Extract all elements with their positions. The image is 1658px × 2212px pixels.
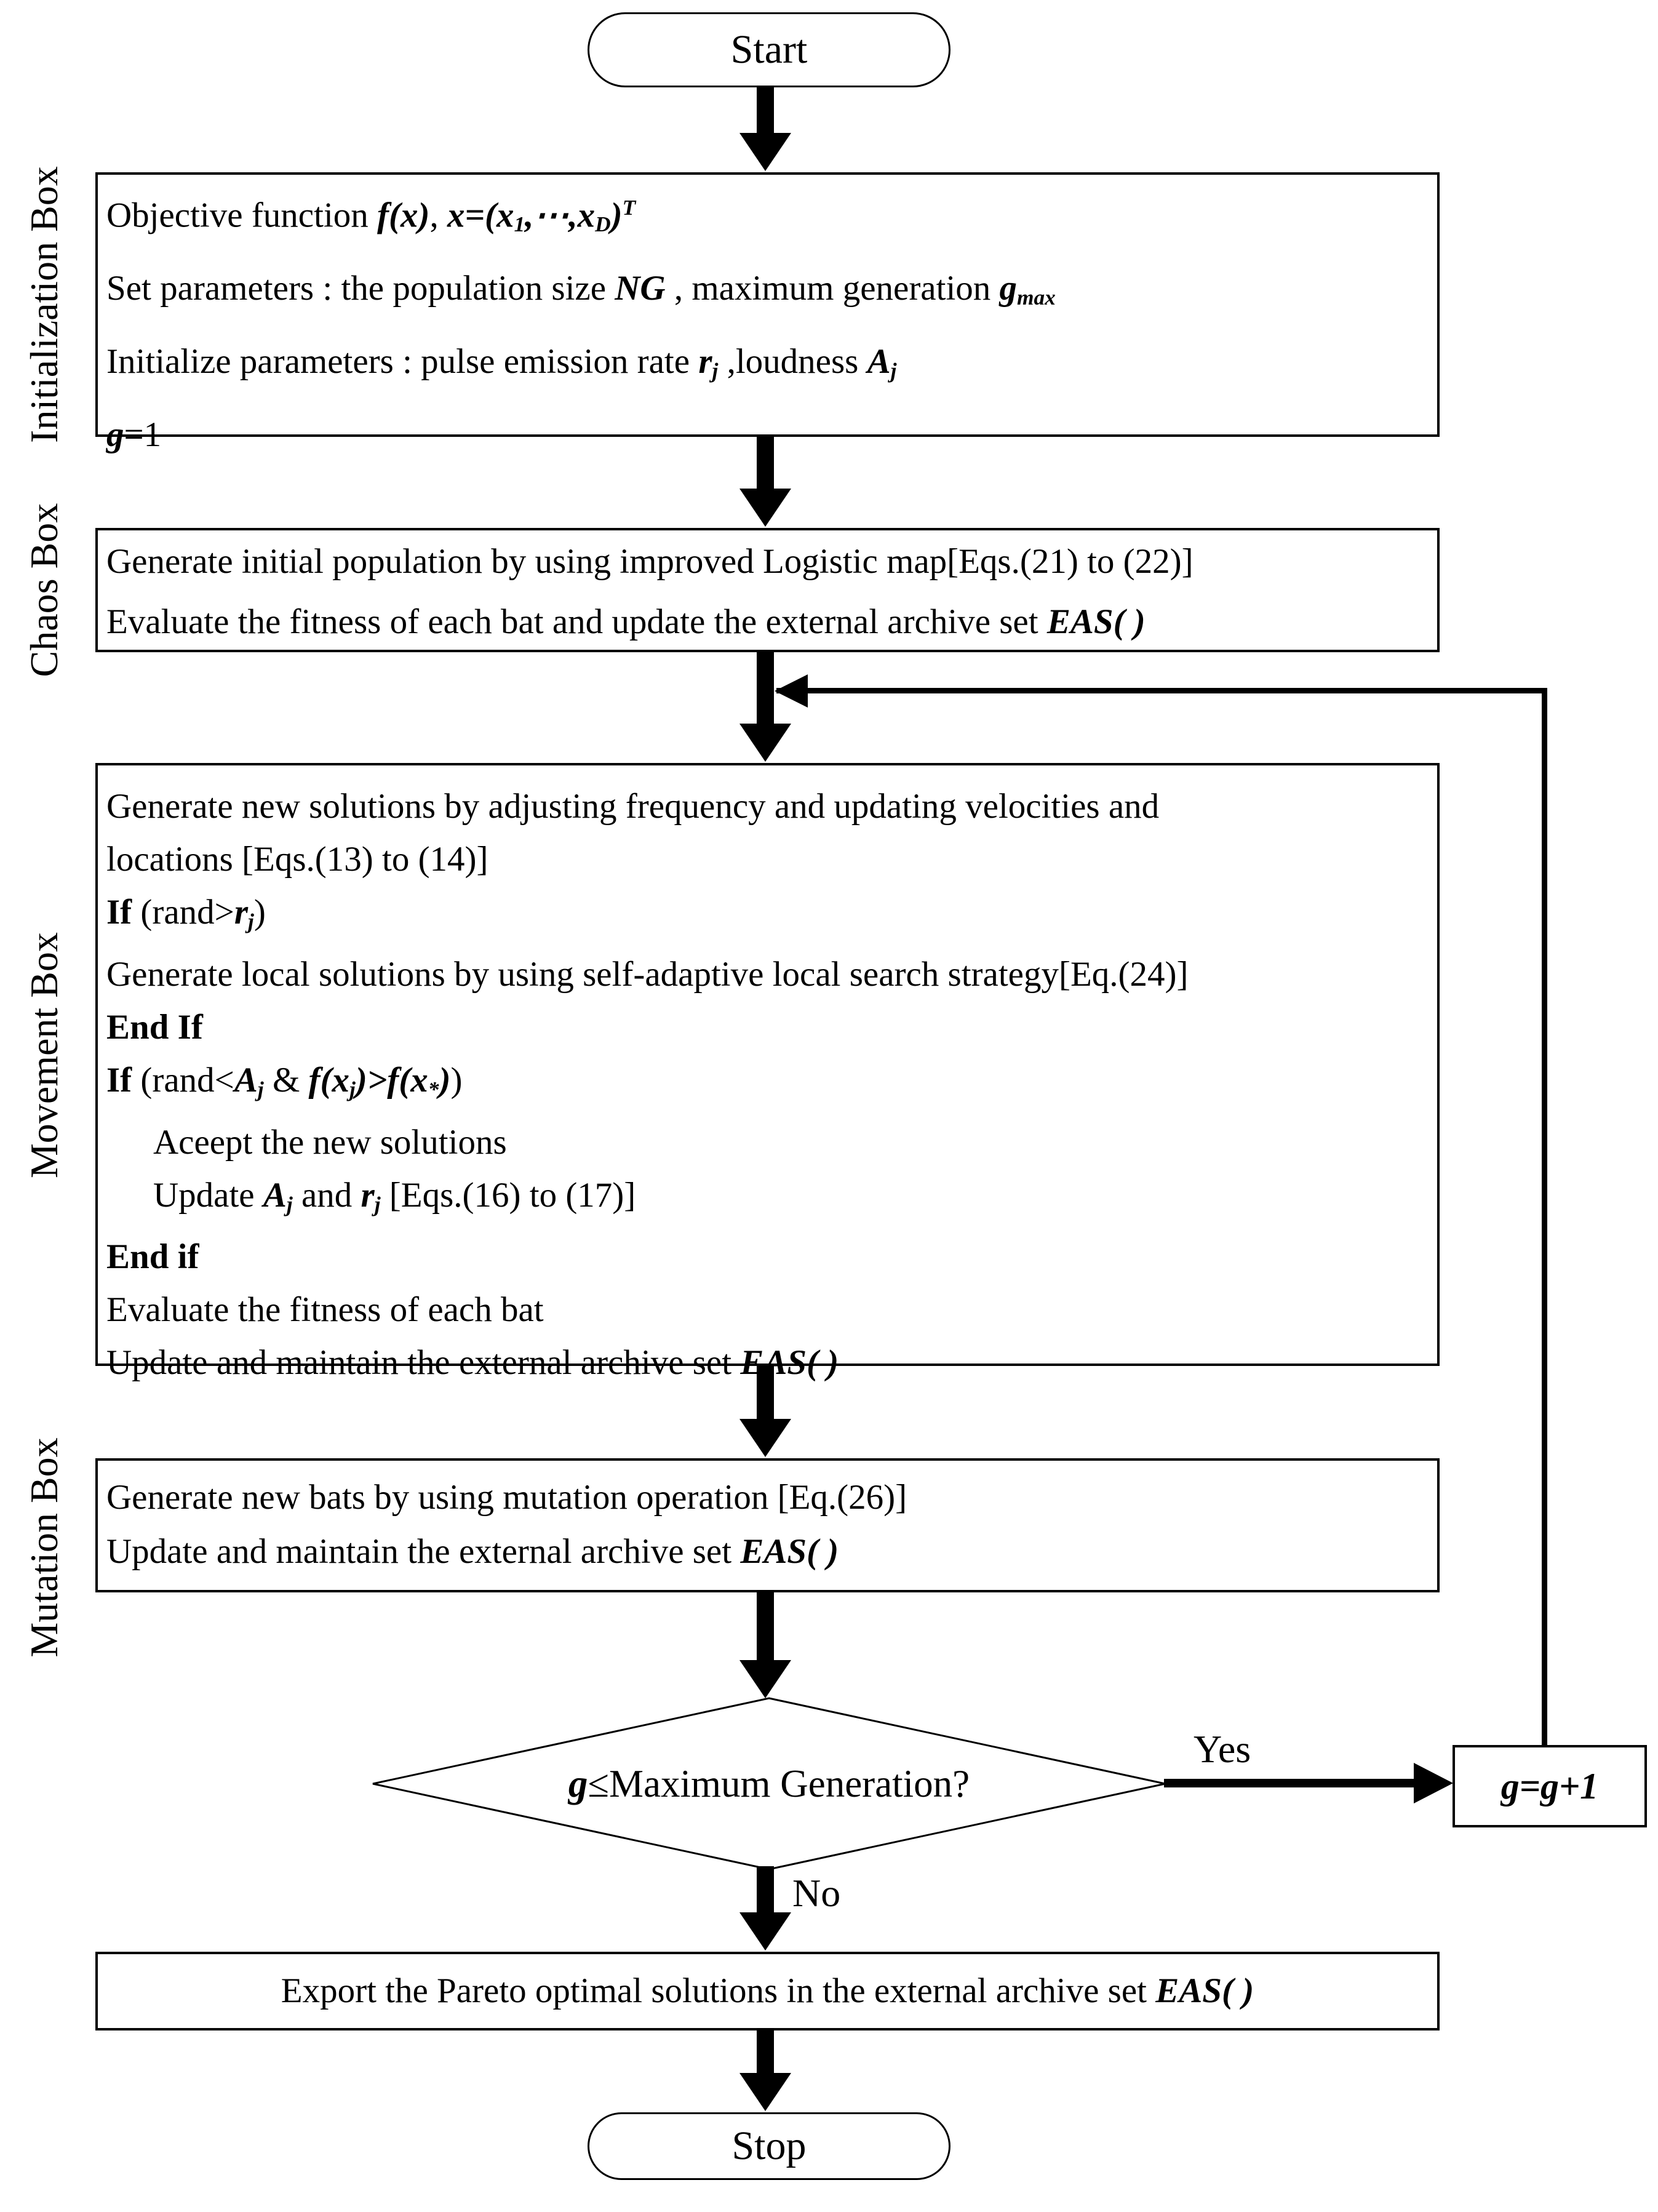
text-line: Evaluate the fitness of each bat <box>106 1290 544 1330</box>
arrow-export-to-stop-head <box>739 2073 791 2111</box>
text-line: Update and maintain the external archive… <box>106 1532 839 1571</box>
initialization-box: Objective function f(x), x=(x1,⋯,xD)T Set… <box>95 172 1440 454</box>
arrow-chaos-to-movement-shaft <box>757 652 774 725</box>
text-line: Objective function f(x), x=(x1,⋯,xD)T <box>106 196 636 237</box>
arrow-mutation-to-decision-shaft <box>757 1592 774 1663</box>
chaos-box: Generate initial population by using imp… <box>95 528 1440 652</box>
arrow-yes-shaft <box>1164 1779 1416 1787</box>
arrow-mutation-to-decision-head <box>739 1660 791 1698</box>
side-label-initialization-box: Initialization Box <box>22 166 66 443</box>
text-line: g=g+1 <box>1501 1766 1599 1807</box>
text-line: Set parameters : the population size NG … <box>106 269 1056 309</box>
loopback-arrow-head <box>775 674 808 708</box>
arrow-init-to-chaos-shaft <box>757 437 774 491</box>
loopback-vertical-line <box>1542 688 1547 1745</box>
text-line: Aceept the new solutions <box>153 1122 507 1162</box>
text-line: Generate new solutions by adjusting freq… <box>106 787 1160 826</box>
text-line: Generate local solutions by using self-a… <box>106 954 1189 994</box>
movement-box: Generate new solutions by adjusting freq… <box>95 763 1440 1382</box>
arrow-chaos-to-movement-head <box>739 724 791 762</box>
arrow-movement-to-mutation-shaft <box>757 1366 774 1421</box>
side-label-mutation-box: Mutation Box <box>22 1437 66 1658</box>
no-branch-label: No <box>792 1871 841 1915</box>
arrow-start-to-init-head <box>739 133 791 171</box>
text-line: End if <box>106 1237 199 1277</box>
arrow-init-to-chaos-head <box>739 489 791 527</box>
text-line: End If <box>106 1007 203 1047</box>
mutation-box: Generate new bats by using mutation oper… <box>95 1458 1440 1592</box>
arrow-no-to-export-shaft <box>757 1866 774 1914</box>
arrow-movement-to-mutation-head <box>739 1419 791 1457</box>
text-line: If (rand<Aj & f(xj)>f(x*)) <box>106 1060 463 1101</box>
export-box: Export the Pareto optimal solutions in t… <box>95 1952 1440 2030</box>
text-line: Update Aj and rj [Eqs.(16) to (17)] <box>153 1175 636 1216</box>
decision-label: g≤Maximum Generation? <box>369 1696 1169 1872</box>
text-line: Generate new bats by using mutation oper… <box>106 1478 907 1517</box>
arrow-no-to-export-head <box>739 1912 791 1950</box>
side-label-chaos-box: Chaos Box <box>22 503 66 677</box>
arrow-export-to-stop-shaft <box>757 2029 774 2075</box>
text-line: Update and maintain the external archive… <box>106 1343 839 1383</box>
text-line: If (rand>rj) <box>106 893 266 933</box>
arrow-start-to-init-shaft <box>757 87 774 135</box>
stop-terminal: Stop <box>588 2112 951 2180</box>
text-line: Generate initial population by using imp… <box>106 542 1194 581</box>
text-line: g≤Maximum Generation? <box>568 1762 970 1805</box>
text-line: Initialize parameters : pulse emission r… <box>106 341 897 383</box>
text-line: Evaluate the fitness of each bat and upd… <box>106 602 1146 641</box>
text-line: locations [Eqs.(13) to (14)] <box>106 840 488 879</box>
arrow-yes-head <box>1414 1763 1453 1803</box>
side-label-movement-box: Movement Box <box>22 932 66 1178</box>
text-line: g=1 <box>106 415 162 454</box>
generation-increment-box: g=g+1 <box>1453 1745 1647 1827</box>
start-terminal: Start <box>588 12 951 87</box>
yes-branch-label: Yes <box>1194 1727 1251 1771</box>
text-line: Export the Pareto optimal solutions in t… <box>281 1971 1254 2010</box>
loopback-horizontal-line <box>776 688 1547 693</box>
